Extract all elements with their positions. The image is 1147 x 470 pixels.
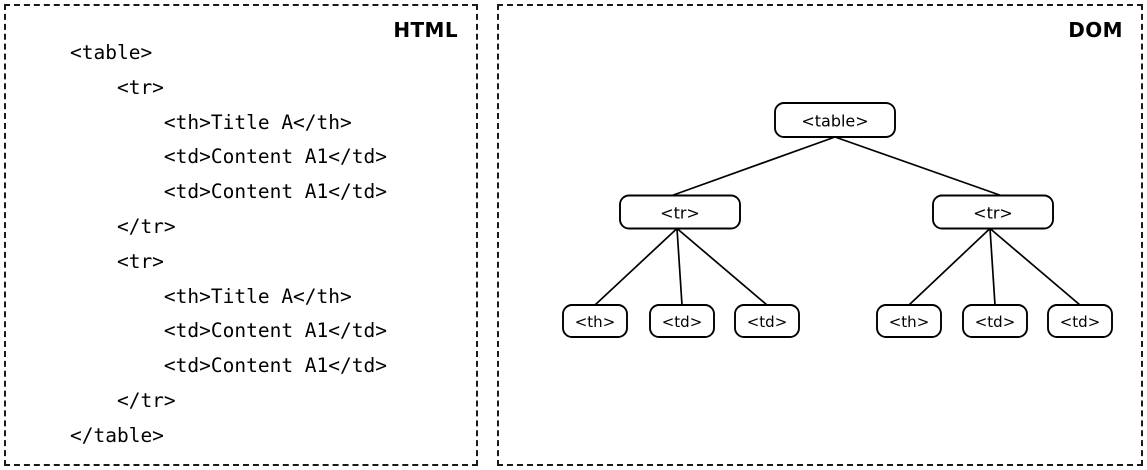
html-code: <table> <tr> <th>Title A</th> <td>Conten…: [70, 36, 387, 454]
code-line: <td>Content A1</td>: [70, 145, 387, 169]
code-line: <td>Content A1</td>: [70, 319, 387, 343]
html-panel-label: HTML: [393, 18, 458, 42]
dom-panel-label: DOM: [1068, 18, 1123, 42]
html-panel: HTML <table> <tr> <th>Title A</th> <td>C…: [4, 4, 478, 466]
html-code-listing: <table> <tr> <th>Title A</th> <td>Conten…: [70, 36, 387, 454]
code-line: <th>Title A</th>: [70, 110, 352, 134]
code-line: <th>Title A</th>: [70, 284, 352, 308]
code-line: <tr>: [70, 249, 164, 273]
code-line: </tr>: [70, 214, 176, 238]
dom-panel: DOM: [497, 4, 1143, 466]
code-line: <tr>: [70, 75, 164, 99]
code-line: <td>Content A1</td>: [70, 354, 387, 378]
code-line: <td>Content A1</td>: [70, 180, 387, 204]
code-line: </tr>: [70, 388, 176, 412]
code-line: <table>: [70, 41, 153, 64]
code-line: </table>: [70, 423, 164, 447]
